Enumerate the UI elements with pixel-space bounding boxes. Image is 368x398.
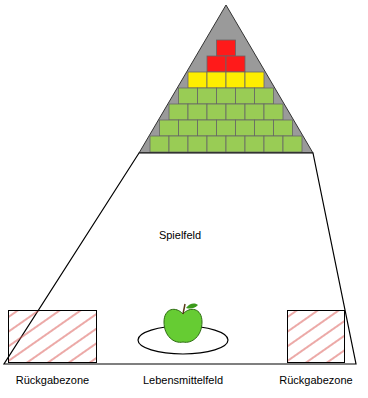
zone-label: Rückgabezone	[279, 374, 352, 387]
zone-label: Spielfeld	[159, 229, 201, 242]
playing-field: SpielfeldRückgabezone Lebensmittelfeld Rüc…	[4, 153, 356, 364]
return-zone: Rückgabezone	[287, 310, 345, 363]
pyramid	[139, 5, 313, 153]
return-zone-outline	[8, 310, 97, 363]
zone-label: Lebensmittelfeld	[143, 374, 223, 387]
zone-label: Rückgabezone	[16, 374, 89, 387]
food-field: Lebensmittelfeld	[136, 300, 230, 356]
food-field-outline	[136, 300, 230, 356]
return-zone-outline	[287, 310, 345, 363]
pyramid-blocks	[150, 40, 302, 152]
return-zone: Rückgabezone	[8, 310, 97, 363]
